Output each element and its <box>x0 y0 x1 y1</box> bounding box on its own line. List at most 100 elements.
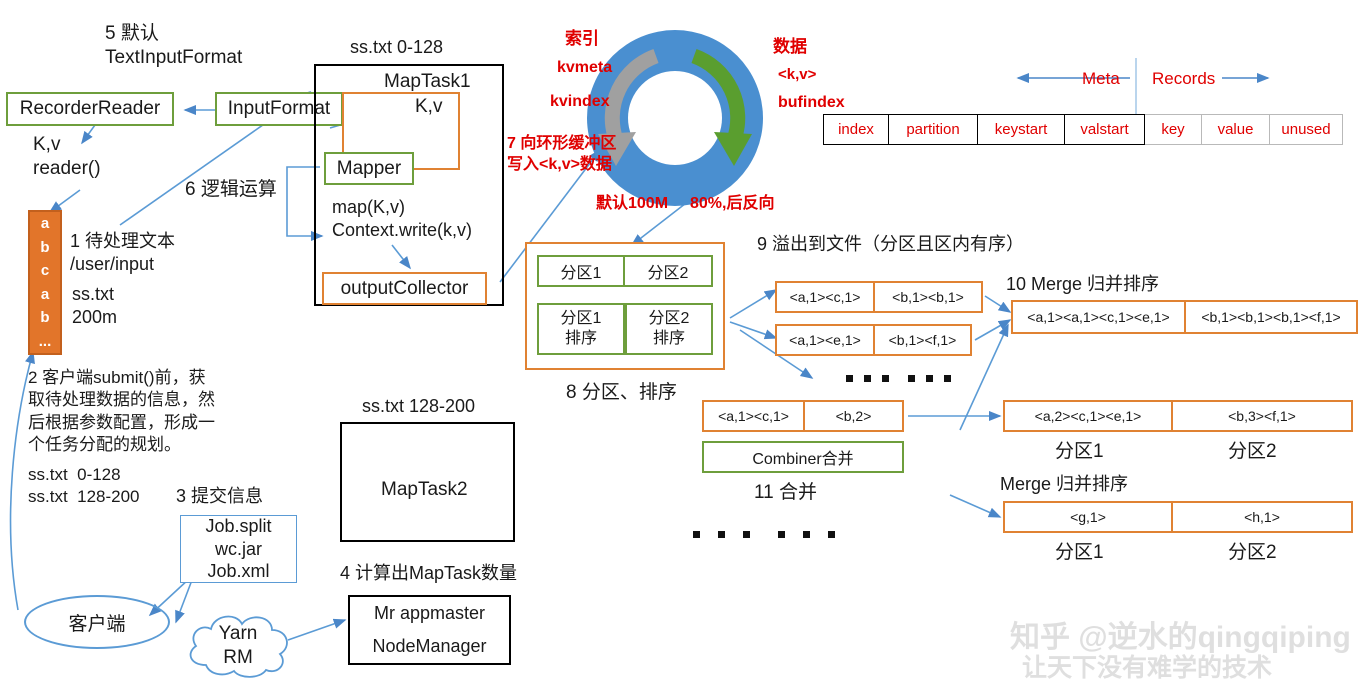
input-text-block: a b c a b ... <box>28 210 62 355</box>
block-letter: b <box>40 238 50 256</box>
client-ellipse[interactable]: 客户端 <box>24 595 170 649</box>
merge-result-cell2[interactable]: <b,3><f,1> <box>1173 400 1353 432</box>
spill-file1-cell1[interactable]: <a,1><c,1> <box>775 281 875 313</box>
partition-row2-cell1[interactable]: 分区1 排序 <box>537 303 625 355</box>
table-cell-label: keystart <box>994 121 1048 138</box>
mapper-box[interactable]: Mapper <box>324 152 414 185</box>
block-letter: b <box>40 309 50 327</box>
client-label: 客户端 <box>68 613 126 635</box>
block-letter: a <box>40 215 50 233</box>
partition-label: 分区2 <box>647 265 689 282</box>
meta-records-table: index partition keystart valstart key va… <box>823 114 1343 145</box>
merge-result-title: Merge 归并排序 <box>1000 474 1129 494</box>
merge10-cell2[interactable]: <b,1><b,1><b,1><f,1> <box>1186 300 1358 334</box>
table-cell-label: valstart <box>1080 121 1129 138</box>
partition-row2-cell2[interactable]: 分区2 排序 <box>625 303 713 355</box>
step8-label: 8 分区、排序 <box>566 382 677 403</box>
ellipsis-dot <box>944 375 951 382</box>
meta-arrow-label: Meta <box>1082 69 1120 88</box>
maptask1-box[interactable] <box>314 64 504 306</box>
ellipsis-dot <box>743 531 750 538</box>
block-letter: a <box>40 285 50 303</box>
combiner-row-cell1[interactable]: <a,1><c,1> <box>702 400 805 432</box>
step5-label: 5 默认 TextInputFormat <box>105 23 243 68</box>
map-code-label: map(K,v) Context.write(k,v) <box>332 197 473 240</box>
combiner-row-cell2[interactable]: <b,2> <box>805 400 904 432</box>
job-submit-box[interactable]: Job.split wc.jar Job.xml <box>180 515 297 583</box>
recorder-reader-box[interactable]: RecorderReader <box>6 92 174 126</box>
output-collector-label: outputCollector <box>340 277 469 299</box>
spill-file2-cell2[interactable]: <b,1><f,1> <box>875 324 972 356</box>
maptask2-box[interactable] <box>340 422 515 542</box>
bufindex-label: bufindex <box>778 94 845 111</box>
mapper-label: Mapper <box>336 157 402 179</box>
merge10-cell-label: <a,1><a,1><c,1><e,1> <box>1027 309 1170 325</box>
block-letter: c <box>40 262 50 280</box>
table-cell[interactable]: valstart <box>1065 114 1145 145</box>
merge-result-partition2: 分区2 <box>1228 441 1277 462</box>
ellipsis-dot <box>926 375 933 382</box>
nodemanager-label: NodeManager <box>372 636 487 656</box>
table-cell[interactable]: unused <box>1270 114 1343 145</box>
table-cell[interactable]: keystart <box>978 114 1065 145</box>
merge-result2-partition1: 分区1 <box>1055 542 1104 563</box>
input-format-box[interactable]: InputFormat <box>215 92 343 126</box>
watermark-line1: 知乎 @逆水的qingqiping <box>1010 621 1351 654</box>
merge10-cell1[interactable]: <a,1><a,1><c,1><e,1> <box>1011 300 1186 334</box>
spill-file1-cell2[interactable]: <b,1><b,1> <box>875 281 983 313</box>
merge-result2-partition2: 分区2 <box>1228 542 1277 563</box>
spill-cell-label: <a,1><e,1> <box>789 332 861 348</box>
ring-buffer-graphic <box>587 30 763 206</box>
buffer-index-label: 索引 <box>565 29 599 48</box>
appmaster-nodemanager-box[interactable]: Mr appmaster NodeManager <box>348 595 511 665</box>
table-cell-label: key <box>1161 121 1185 138</box>
partition-label: 分区1 <box>560 265 602 282</box>
maptask1-header: ss.txt 0-128 <box>350 37 444 57</box>
spill-cell-label: <b,1><b,1> <box>892 289 964 305</box>
table-cell[interactable]: partition <box>889 114 978 145</box>
partition-row1-cell2[interactable]: 分区2 <box>625 255 713 287</box>
merge-result2-label: <h,1> <box>1244 509 1280 525</box>
maptask2-header: ss.txt 128-200 <box>362 396 476 416</box>
split1-label: ss.txt 0-128 <box>28 465 121 484</box>
ellipsis-dot <box>828 531 835 538</box>
kv-reader-label: K,v reader() <box>33 134 101 179</box>
step11-label: 11 合并 <box>754 482 818 503</box>
combiner-box[interactable]: Combiner合并 <box>702 441 904 473</box>
spill-cell-label: <a,1><c,1> <box>789 289 861 305</box>
spill-file2-cell1[interactable]: <a,1><e,1> <box>775 324 875 356</box>
merge-result2-label: <g,1> <box>1070 509 1106 525</box>
buffer-threshold-label: 80%,后反向 <box>690 195 775 212</box>
step6-label: 6 逻辑运算 <box>185 179 277 200</box>
table-cell[interactable]: key <box>1145 114 1202 145</box>
kvindex-label: kvindex <box>550 93 610 110</box>
merge-result-cell1[interactable]: <a,2><c,1><e,1> <box>1003 400 1173 432</box>
step10-label: 10 Merge 归并排序 <box>1006 274 1160 294</box>
watermark-line2: 让天下没有难学的技术 <box>1022 654 1273 682</box>
kv-pair-label: <k,v> <box>778 66 817 83</box>
maptask1-title: MapTask1 <box>384 71 471 92</box>
spill-cell-label: <b,1><f,1> <box>888 332 957 348</box>
merge-result2-cell2[interactable]: <h,1> <box>1173 501 1353 533</box>
yarn-cloud-shape <box>189 615 288 678</box>
records-arrow-label: Records <box>1152 69 1216 88</box>
merge-result2-cell1[interactable]: <g,1> <box>1003 501 1173 533</box>
partition-row1-cell1[interactable]: 分区1 <box>537 255 625 287</box>
table-cell[interactable]: index <box>823 114 889 145</box>
kv-label: K,v <box>415 96 443 117</box>
table-cell-label: partition <box>906 121 960 138</box>
ellipsis-dot <box>908 375 915 382</box>
input-format-label: InputFormat <box>227 98 331 119</box>
step4-label: 4 计算出MapTask数量 <box>340 563 518 583</box>
table-cell-label: index <box>838 121 874 138</box>
table-cell[interactable]: value <box>1202 114 1270 145</box>
merge-result-label: <a,2><c,1><e,1> <box>1034 408 1142 424</box>
partition-label: 分区1 排序 <box>560 310 602 347</box>
file-info-label: ss.txt 200m <box>72 284 118 327</box>
step7-label: 7 向环形缓冲区 写入<k,v>数据 <box>507 135 617 173</box>
ellipsis-dot <box>803 531 810 538</box>
merge-result-partition1: 分区1 <box>1055 441 1104 462</box>
output-collector-box[interactable]: outputCollector <box>322 272 487 305</box>
step2-label: 2 客户端submit()前，获 取待处理数据的信息，然 后根据参数配置，形成一… <box>28 368 215 455</box>
table-cell-label: value <box>1217 121 1254 138</box>
